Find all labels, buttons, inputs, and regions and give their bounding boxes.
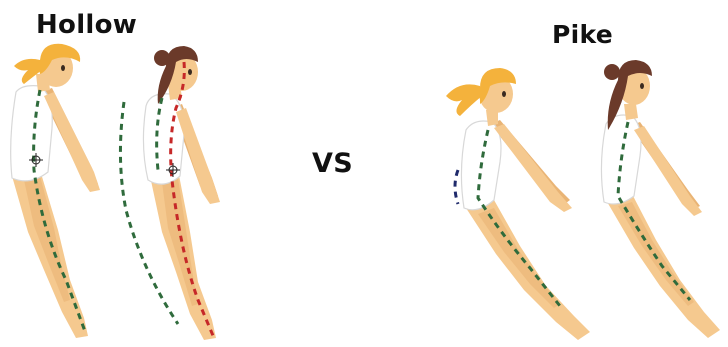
hollow-title: Hollow — [36, 10, 137, 40]
pike-title: Pike — [552, 20, 613, 49]
arm — [176, 108, 220, 204]
figure-pike-brown — [601, 60, 720, 338]
leotard — [143, 94, 184, 184]
navy-guide-line — [455, 170, 458, 204]
figure-hollow-brown — [120, 46, 220, 340]
vs-label: VS — [312, 148, 353, 179]
arm — [634, 126, 702, 216]
arm — [494, 124, 572, 212]
figure-pike-blonde — [446, 68, 590, 340]
figure-hollow-blonde — [11, 44, 100, 338]
arm — [44, 92, 100, 192]
